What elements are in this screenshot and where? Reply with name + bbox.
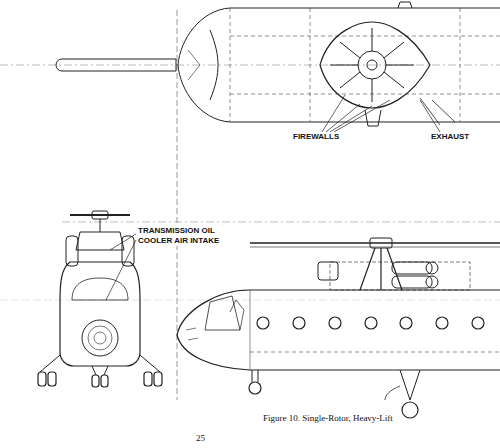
window-porthole [329, 317, 341, 329]
side-view [177, 238, 500, 418]
part-label: EXHAUST [430, 132, 470, 142]
window-porthole [365, 317, 377, 329]
window-porthole [436, 317, 448, 329]
window-porthole [293, 317, 305, 329]
figure-caption: Figure 10. Single-Rotor, Heavy-Lift [262, 413, 394, 423]
window-porthole [257, 317, 269, 329]
window-porthole [400, 317, 412, 329]
window-porthole [472, 317, 484, 329]
page-number: 25 [196, 433, 205, 443]
part-label: TRANSMISSION OIL COOLER AIR INTAKE [137, 226, 225, 246]
plan-view [56, 2, 500, 132]
part-label: FIREWALLS [292, 132, 340, 142]
